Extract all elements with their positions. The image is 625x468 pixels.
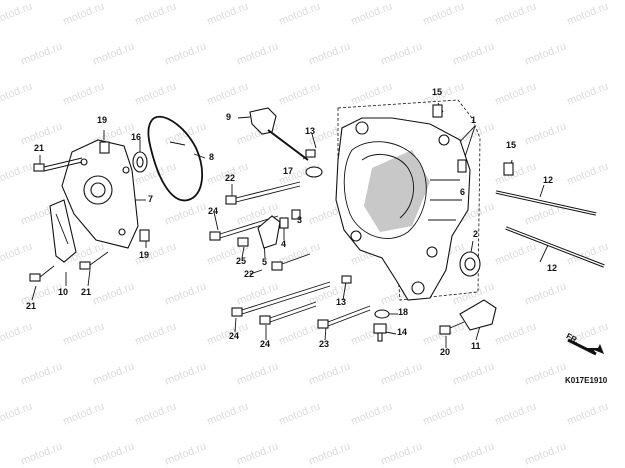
callout-13: 13 — [305, 126, 316, 136]
callout-13: 13 — [336, 297, 347, 307]
callout-6: 6 — [460, 187, 466, 197]
part-5-bracket — [257, 215, 281, 249]
part-24-22-bolts — [209, 181, 371, 329]
callout-21: 21 — [34, 143, 45, 153]
callout-4: 4 — [281, 239, 287, 249]
callout-19: 19 — [97, 115, 108, 125]
part-14-drain-bolt — [373, 323, 387, 334]
callout-18: 18 — [398, 307, 409, 317]
part-12-studs — [495, 190, 605, 268]
callout-20: 20 — [440, 347, 451, 357]
callout-14: 14 — [397, 327, 408, 337]
part-19-dowel — [139, 229, 150, 242]
callout-16: 16 — [131, 132, 142, 142]
part-21-bolts — [29, 157, 109, 282]
callout-1: 1 — [471, 115, 477, 125]
callout-22: 22 — [244, 269, 255, 279]
part-9-dipstick — [249, 107, 277, 135]
part-4-collar — [279, 217, 289, 229]
callout-21: 21 — [81, 287, 92, 297]
callout-3: 3 — [297, 215, 303, 225]
fr-arrow-icon — [582, 344, 604, 354]
part-13-bolt — [305, 149, 316, 158]
callout-12: 12 — [547, 263, 558, 273]
part-18-washer — [374, 309, 390, 319]
callout-23: 23 — [319, 339, 330, 349]
part-15-dowel — [432, 104, 443, 118]
part-19-dowel — [99, 141, 110, 154]
callout-9: 9 — [226, 112, 232, 122]
part-11-bracket — [459, 299, 497, 331]
callout-25: 25 — [236, 256, 247, 266]
part-13-bolt — [341, 275, 352, 284]
part-8-gasket — [147, 115, 203, 202]
callout-17: 17 — [283, 166, 294, 176]
callout-21: 21 — [26, 301, 37, 311]
part-25-bolt — [237, 237, 249, 247]
part-15-dowel — [503, 162, 514, 176]
callout-12: 12 — [543, 175, 554, 185]
part-20-bolt — [439, 325, 451, 335]
callout-24: 24 — [208, 206, 219, 216]
callout-2: 2 — [473, 229, 479, 239]
part-1-crankcase — [335, 117, 471, 301]
callout-24: 24 — [229, 331, 240, 341]
part-3-dowel — [291, 209, 301, 220]
callout-24: 24 — [260, 339, 271, 349]
callout-19: 19 — [139, 250, 150, 260]
callout-10: 10 — [58, 287, 69, 297]
callout-11: 11 — [471, 341, 481, 351]
callout-22: 22 — [225, 173, 236, 183]
part-17-o-ring — [305, 166, 323, 178]
diagram-code: K017E1910 — [565, 376, 608, 385]
callout-15: 15 — [432, 87, 443, 97]
callout-15: 15 — [506, 140, 517, 150]
callout-5: 5 — [262, 257, 268, 267]
callout-7: 7 — [148, 194, 154, 204]
callout-8: 8 — [209, 152, 215, 162]
part-6-dowel — [457, 159, 467, 173]
